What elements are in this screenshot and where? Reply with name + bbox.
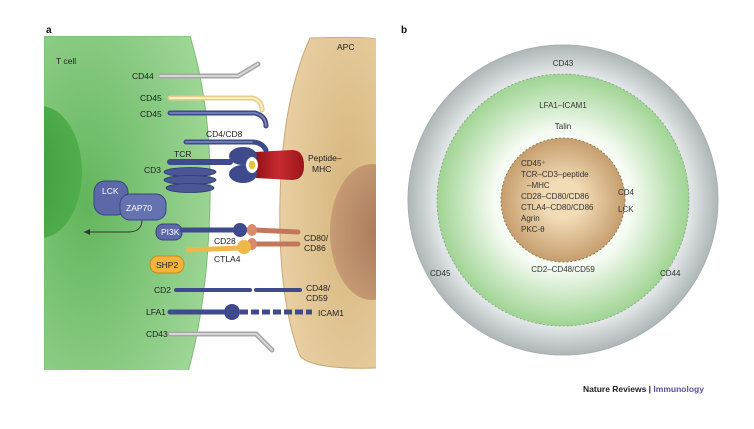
center-label: TCR–CD3–peptide xyxy=(521,170,589,179)
zap70-label: ZAP70 xyxy=(126,203,152,213)
panel-a xyxy=(44,36,376,370)
cd44-label: CD44 xyxy=(132,71,154,81)
cd3-chain-3 xyxy=(165,183,215,193)
cd3-label: CD3 xyxy=(144,165,161,175)
mid-top-label-2: Talin xyxy=(555,122,571,131)
cd80-label-2: CD86 xyxy=(304,243,326,253)
journal-name: Nature Reviews xyxy=(583,384,647,394)
center-label: CD28–CD80/CD86 xyxy=(521,192,590,201)
outer-right-label: CD44 xyxy=(660,269,681,278)
peptide xyxy=(248,160,256,170)
tcr-label: TCR xyxy=(174,149,191,159)
peptide-mhc-label-2: MHC xyxy=(312,164,331,174)
cd80-label-1: CD80/ xyxy=(304,233,329,243)
zap70-molecule xyxy=(119,193,167,221)
apc-label: APC xyxy=(337,42,354,52)
cd28-label: CD28 xyxy=(214,236,236,246)
lfa1-label: LFA1 xyxy=(146,307,166,317)
shp2-molecule xyxy=(149,255,185,274)
cd43-label: CD43 xyxy=(146,329,168,339)
cd80-cd86-molecule xyxy=(251,227,301,235)
cd4-cd8-label: CD4/CD8 xyxy=(206,129,243,139)
apc-nucleus xyxy=(330,164,376,300)
center-label: CD45⁺ xyxy=(521,159,546,168)
arrow-head-icon xyxy=(84,229,90,235)
mid-bottom-label: CD2–CD48/CD59 xyxy=(531,265,595,274)
ctla4-label: CTLA4 xyxy=(214,254,241,264)
panel-a-letter: a xyxy=(46,25,52,36)
t-cell-nucleus xyxy=(44,106,82,238)
journal-credit: Nature Reviews | Immunology xyxy=(583,384,704,394)
center-label: Agrin xyxy=(521,214,540,223)
journal-section: Immunology xyxy=(653,384,704,394)
lck-label: LCK xyxy=(102,186,119,196)
cd48-label-1: CD48/ xyxy=(306,283,331,293)
outer-top-label: CD43 xyxy=(553,59,574,68)
icam1-label: ICAM1 xyxy=(318,308,344,318)
panel-b-letter: b xyxy=(401,25,407,36)
signaling-arrow xyxy=(84,219,143,233)
outer-left-label: CD45 xyxy=(430,269,451,278)
center-label: CTLA4–CD80/CD86 xyxy=(521,203,594,212)
cd45-label-2: CD45 xyxy=(140,109,162,119)
credit-separator: | xyxy=(646,384,654,394)
peptide-mhc-label-1: Peptide– xyxy=(308,153,342,163)
center-label: –MHC xyxy=(527,181,550,190)
ctla4-molecule xyxy=(185,245,243,253)
center-labels: CD45⁺ TCR–CD3–peptide –MHC CD28–CD80/CD8… xyxy=(521,159,594,234)
mid-right-label-1: CD4 xyxy=(618,188,635,197)
mid-top-label-1: LFA1–ICAM1 xyxy=(539,101,587,110)
shp2-label: SHP2 xyxy=(156,260,178,270)
cd45-label-1: CD45 xyxy=(140,93,162,103)
t-cell-label: T cell xyxy=(56,56,76,66)
cd48-label-2: CD59 xyxy=(306,293,328,303)
mid-right-label-2: LCK xyxy=(618,205,634,214)
peptide-mhc-molecule xyxy=(254,150,304,180)
center-label: PKC-θ xyxy=(521,225,545,234)
pi3k-label: PI3K xyxy=(161,227,180,237)
central-smac xyxy=(500,137,626,263)
cd2-label: CD2 xyxy=(154,285,171,295)
